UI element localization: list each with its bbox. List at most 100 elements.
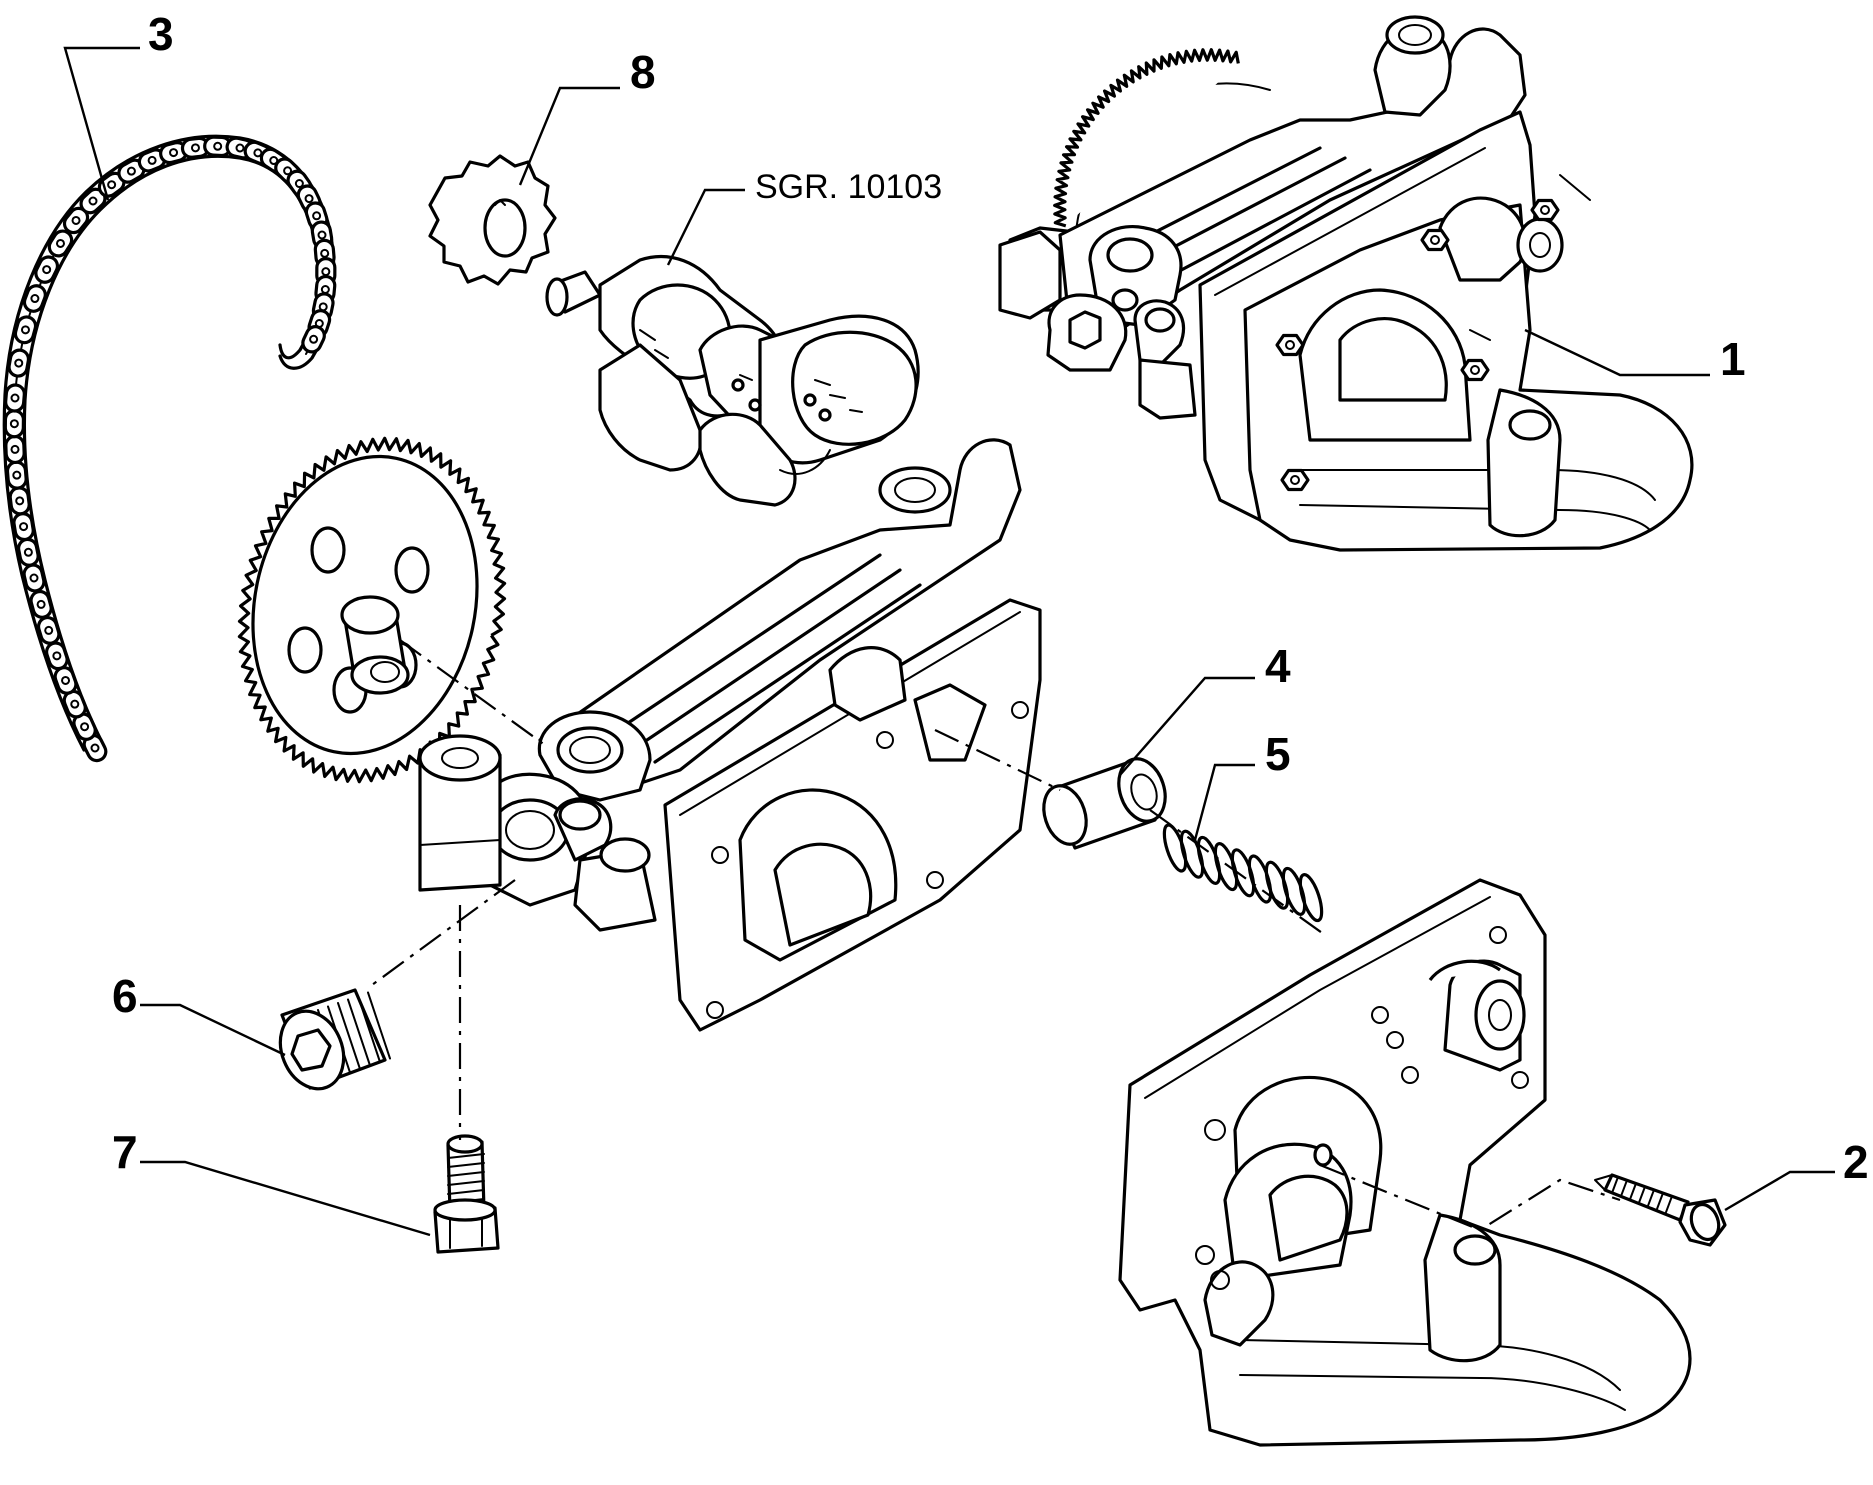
screw-thread-line — [1629, 1182, 1637, 1201]
chain-link — [13, 315, 38, 345]
bolt-thread-line — [447, 1180, 485, 1186]
pump-body — [418, 438, 1042, 1032]
callout-1: 1 — [1720, 333, 1746, 385]
bolt-thread-line — [447, 1162, 485, 1168]
chain-link — [301, 325, 326, 354]
chain-link — [3, 409, 26, 439]
bolt-thread-line — [447, 1153, 485, 1159]
crankshaft-sprocket — [428, 154, 557, 286]
pump-drive-gear — [237, 436, 507, 784]
chain-link — [12, 512, 35, 542]
chain-link — [5, 460, 28, 490]
chain-link — [34, 255, 60, 284]
chain-pin — [52, 651, 62, 661]
chain-link — [47, 229, 74, 258]
relief-valve-piston — [1042, 757, 1167, 850]
chain-pin — [190, 143, 200, 153]
chain-pin — [169, 148, 179, 158]
mounting-bolt — [433, 1134, 500, 1254]
chain-pin — [304, 194, 314, 204]
chain-link — [4, 434, 26, 465]
chain-pin — [80, 722, 90, 732]
chain-pin — [70, 699, 80, 709]
chain-pin — [235, 143, 245, 153]
oil-pump-assembly — [998, 15, 1694, 552]
chain-pin — [309, 334, 319, 344]
reference-label: SGR. 10103 — [755, 168, 942, 206]
chain-pin — [20, 325, 30, 335]
chain-pin — [42, 265, 52, 275]
pump-gear-teeth — [1053, 48, 1240, 228]
spring-coil — [1298, 873, 1324, 923]
chain-link — [4, 383, 26, 413]
chain-pin — [12, 470, 22, 480]
chain-pin — [90, 743, 100, 753]
chain-pin — [88, 196, 98, 206]
screw-thread-line — [1638, 1185, 1646, 1204]
chain-pin — [10, 444, 20, 454]
plug-thread-line — [347, 998, 371, 1067]
hex-bolt-head — [1275, 333, 1305, 357]
chain-link-group — [3, 135, 337, 763]
hex-bolt-head — [1420, 228, 1450, 252]
relief-valve-spring — [1162, 823, 1324, 923]
screw-threads — [1611, 1176, 1673, 1214]
bolt-center — [1430, 235, 1440, 245]
chain-link — [8, 486, 31, 516]
drive-chain — [2, 134, 337, 763]
chain-pin — [61, 675, 71, 685]
screw-thread-line — [1656, 1192, 1664, 1210]
gear-tooth-ring — [1053, 48, 1240, 228]
callout-4: 4 — [1265, 640, 1291, 692]
bolt-center — [1470, 365, 1480, 375]
chain-pin — [55, 238, 65, 248]
bolt-center — [1290, 475, 1300, 485]
screw-thread-line — [1665, 1195, 1673, 1214]
pump-cover-bolts — [1275, 198, 1560, 492]
cover-screw — [1594, 1173, 1727, 1247]
bolt-thread-line — [447, 1171, 485, 1177]
chain-pin — [36, 599, 46, 609]
pump-cover — [1118, 878, 1692, 1447]
chain-pin — [44, 625, 54, 635]
callout-2: 2 — [1843, 1136, 1869, 1188]
chain-pin — [283, 166, 293, 176]
chain-pin — [14, 358, 24, 368]
callout-labels: 3 8 SGR. 10103 1 4 5 6 7 2 — [112, 8, 1869, 1188]
chain-link — [7, 348, 31, 378]
callout-7: 7 — [112, 1126, 138, 1178]
plug-thread-line — [357, 995, 381, 1063]
chain-pin — [15, 496, 25, 506]
chain-pin — [30, 294, 40, 304]
chain-pin — [71, 215, 81, 225]
crankshaft — [545, 254, 920, 507]
hex-bolt-head — [1530, 198, 1560, 222]
chain-pin — [23, 547, 33, 557]
plug-thread-line — [367, 991, 391, 1060]
hex-bolt-head — [1460, 358, 1490, 382]
chain-link — [22, 284, 47, 313]
chain-pin — [320, 248, 330, 258]
chain-pin — [107, 180, 117, 190]
chain-pin — [29, 573, 39, 583]
threaded-plug — [278, 988, 391, 1091]
chain-pin — [312, 211, 322, 221]
chain-pin — [147, 155, 157, 165]
screw-thread-line — [1620, 1179, 1628, 1198]
bolt-thread-line — [447, 1189, 485, 1195]
bolt-center — [1540, 205, 1550, 215]
chain-pin — [126, 166, 136, 176]
chain-pin — [10, 393, 20, 403]
assembly-centerlines — [371, 639, 1621, 1232]
screw-thread-line — [1611, 1176, 1619, 1194]
bolt-center — [1285, 340, 1295, 350]
chain-pin — [19, 522, 29, 532]
leader-lines — [63, 46, 1835, 1237]
callout-6: 6 — [112, 970, 138, 1022]
hex-bolt-head — [1280, 468, 1310, 492]
callout-3: 3 — [148, 8, 174, 60]
callout-8: 8 — [630, 46, 656, 98]
plug-thread-line — [337, 1002, 361, 1070]
chain-pin — [9, 419, 19, 429]
